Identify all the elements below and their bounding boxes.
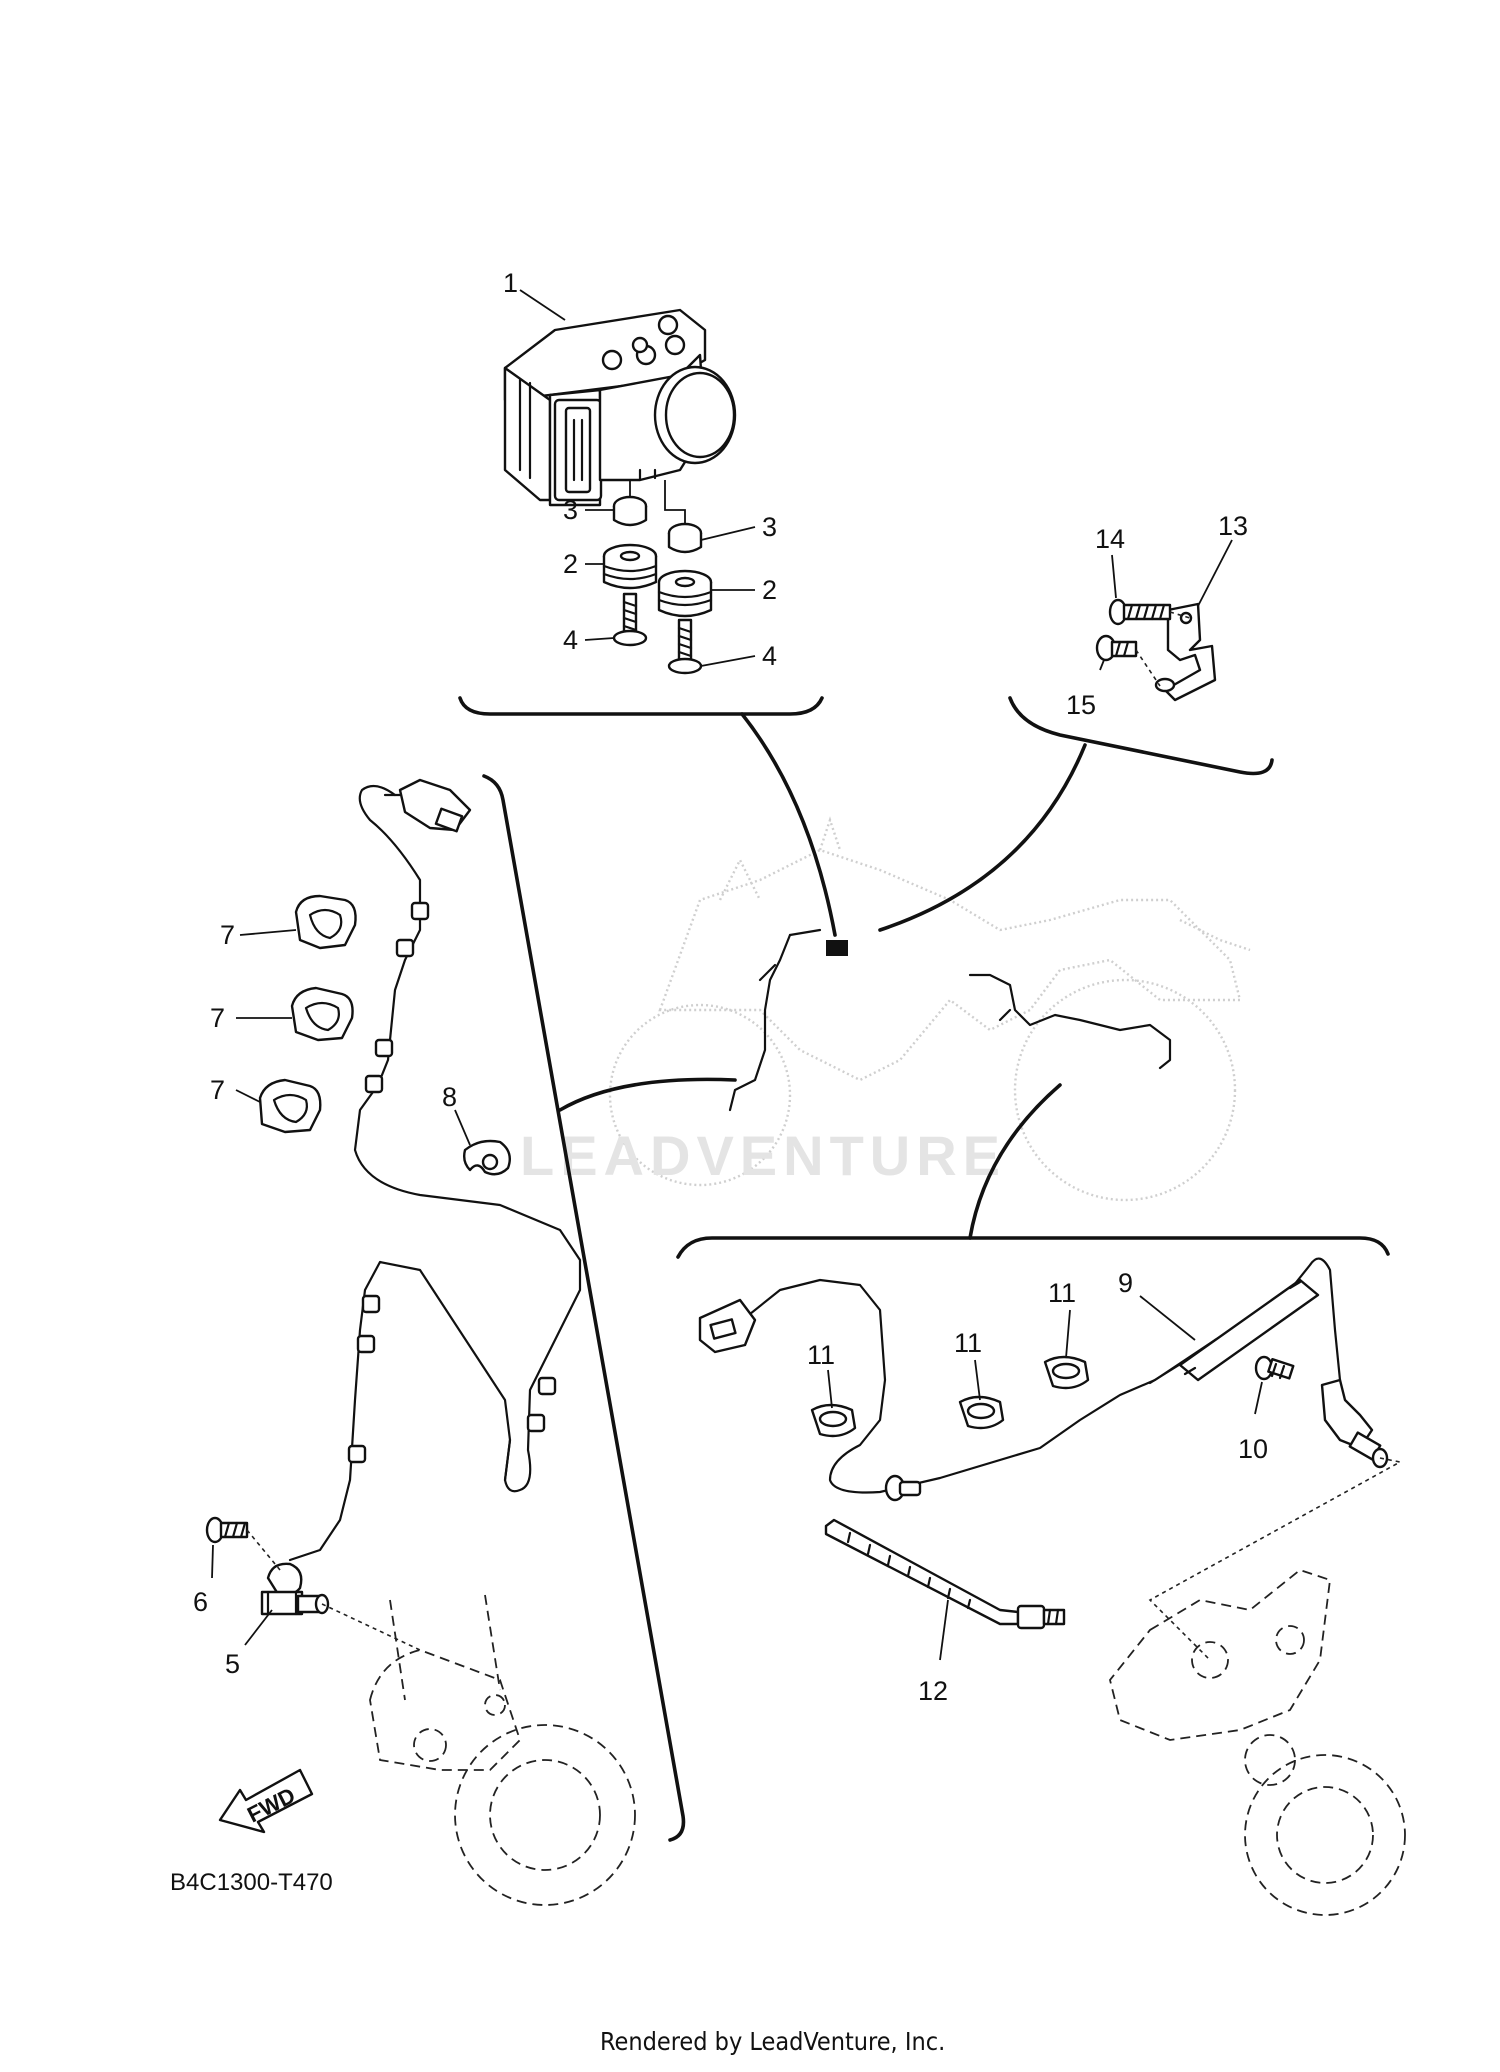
group-bracket-left xyxy=(482,774,686,1842)
mount-bracket xyxy=(1163,602,1217,702)
bolt-6 xyxy=(205,1516,249,1544)
render-credit: Rendered by LeadVenture, Inc. xyxy=(600,2027,945,2056)
abs-unit-location-marker xyxy=(826,940,848,956)
figure-code: B4C1300-T470 xyxy=(170,1869,333,1896)
callout-5: 5 xyxy=(225,1649,240,1679)
bracket-group: 14 13 15 xyxy=(878,511,1274,932)
callout-11-b: 11 xyxy=(954,1328,982,1358)
callout-8: 8 xyxy=(442,1082,457,1112)
wire-clamp-7-c xyxy=(258,1078,322,1134)
callout-4-left: 4 xyxy=(563,625,578,655)
group-bracket-abs xyxy=(458,696,824,716)
front-sensor-group: FWD 7 7 7 8 6 5 B4C1300-T470 xyxy=(170,774,737,1906)
callout-4-right: 4 xyxy=(762,641,777,671)
abs-hydraulic-unit xyxy=(503,308,737,507)
abs-unit-group: 1 3 3 2 2 4 4 xyxy=(458,268,837,937)
front-wheel-sensor xyxy=(260,1562,330,1616)
mount-hardware-right xyxy=(657,480,713,675)
rear-harness-grommet xyxy=(884,1474,922,1502)
motorcycle-silhouette: LEADVENTURE xyxy=(520,816,1251,1202)
callout-7-a: 7 xyxy=(220,920,235,950)
front-fork-disc xyxy=(321,1594,636,1906)
rear-sensor-group: 9 11 11 11 10 12 xyxy=(676,1083,1406,1916)
callout-2-left: 2 xyxy=(563,549,578,579)
callout-13: 13 xyxy=(1218,511,1248,541)
callout-1: 1 xyxy=(503,268,518,298)
callout-15: 15 xyxy=(1066,690,1096,720)
harness-grommets-front xyxy=(364,901,430,1094)
callout-14: 14 xyxy=(1095,524,1125,554)
callout-9: 9 xyxy=(1118,1268,1133,1298)
callout-10: 10 xyxy=(1238,1434,1268,1464)
wire-clamp-11-c xyxy=(1043,1355,1090,1390)
wire-clamp-11-a xyxy=(810,1403,857,1438)
callout-3-left: 3 xyxy=(563,495,578,525)
callout-2-right: 2 xyxy=(762,575,777,605)
callout-11-a: 11 xyxy=(807,1340,835,1370)
mount-hardware-left xyxy=(602,480,658,647)
bolt-15 xyxy=(1095,634,1138,662)
callout-12: 12 xyxy=(918,1676,948,1706)
rear-caliper-disc xyxy=(1109,1457,1406,1916)
bolt-14 xyxy=(1108,598,1172,626)
watermark-text: LEADVENTURE xyxy=(520,1124,1006,1187)
callout-6: 6 xyxy=(193,1587,208,1617)
wire-clamp-7-a xyxy=(294,894,357,950)
callout-11-c: 11 xyxy=(1048,1278,1076,1308)
group-bracket-top-right xyxy=(1008,696,1274,776)
group-bracket-bottom-right xyxy=(676,1236,1390,1259)
callout-7-b: 7 xyxy=(210,1003,225,1033)
harness-grommets-front-lower xyxy=(347,1294,557,1464)
wire-clip-8 xyxy=(462,1139,511,1176)
wire-clamp-11-b xyxy=(958,1395,1005,1430)
rear-wheel-sensor xyxy=(1320,1378,1389,1469)
cable-tie-12 xyxy=(824,1518,1066,1630)
callout-3-right: 3 xyxy=(762,512,777,542)
callout-7-c: 7 xyxy=(210,1075,225,1105)
forward-direction-arrow: FWD xyxy=(218,1768,314,1834)
wire-clamp-7-b xyxy=(290,986,354,1042)
bolt-10 xyxy=(1254,1355,1295,1381)
rear-harness-sheath xyxy=(1178,1278,1320,1382)
